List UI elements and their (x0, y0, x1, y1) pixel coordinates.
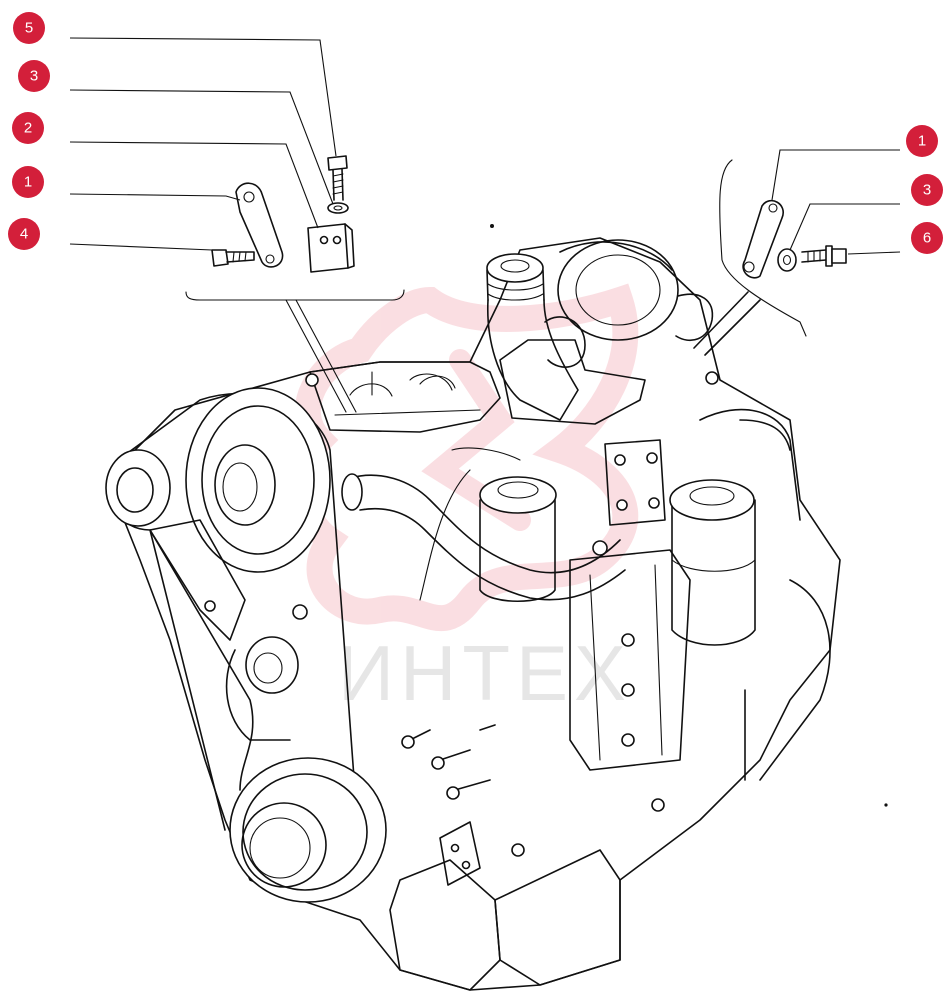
washer-3-icon (327, 202, 349, 214)
oil-cooler (569, 540, 691, 771)
callouts-left: 5 3 2 1 4 (8, 12, 50, 250)
svg-text:4: 4 (20, 226, 28, 243)
fan-pulley (185, 387, 331, 573)
spacer-block-2-icon (307, 223, 355, 273)
turbocharger (557, 239, 714, 341)
bolt-head (305, 373, 319, 387)
bracket-right-1-icon (742, 200, 784, 279)
washer-right-3-icon (777, 248, 797, 272)
right-group-bracket (719, 159, 807, 337)
callout-badge: 6 (911, 222, 943, 254)
engine-drawing (105, 224, 888, 991)
callout-badge: 5 (13, 12, 45, 44)
leader-lines-left (69, 37, 337, 251)
dot (490, 224, 494, 228)
oil-filter (479, 476, 557, 603)
left-parts-group (185, 155, 405, 413)
crankshaft-pulley (229, 757, 387, 903)
callout-badge: 1 (906, 125, 938, 157)
svg-text:1: 1 (918, 133, 926, 150)
bracket-1-icon (235, 182, 284, 268)
bolt-head (651, 798, 665, 812)
cylinder-head (309, 361, 501, 433)
turbo-bracket (499, 339, 646, 425)
right-parts-group (693, 159, 847, 356)
studs (401, 724, 496, 800)
svg-text:3: 3 (923, 182, 931, 199)
fuel-lines (371, 371, 521, 601)
oil-sump (494, 849, 621, 986)
callout-badge: 4 (8, 218, 40, 250)
watermark-text: ИНТЕХ (338, 629, 632, 717)
intake-elbow (486, 253, 586, 421)
right-group-pointer (693, 291, 761, 356)
alternator-bracket (149, 519, 246, 641)
callouts-right: 1 3 6 (906, 125, 943, 254)
svg-text:6: 6 (923, 230, 931, 247)
group-pointer (285, 299, 357, 413)
group-bracket-line (185, 289, 405, 301)
right-pipes (699, 408, 831, 781)
flange-bolt-6-icon (801, 245, 847, 267)
coolant-hose (349, 474, 621, 574)
water-pump (225, 636, 299, 741)
bolt-head (705, 371, 719, 385)
svg-text:5: 5 (25, 20, 33, 37)
callout-badge: 3 (911, 174, 943, 206)
svg-text:1: 1 (24, 174, 32, 191)
dot (884, 803, 888, 807)
idler-pulley (105, 449, 171, 527)
bolt-head (511, 843, 525, 857)
callout-badge: 3 (18, 60, 50, 92)
svg-text:3: 3 (30, 68, 38, 85)
bolt-4-icon (211, 249, 255, 267)
fuel-filter (669, 479, 756, 646)
front-cover-plate (439, 821, 481, 886)
leader-lines-right (771, 149, 901, 255)
svg-text:2: 2 (24, 120, 32, 137)
engine-block-outline (107, 237, 841, 991)
callout-badge: 2 (12, 112, 44, 144)
flange-plate (604, 439, 666, 526)
callout-badge: 1 (12, 166, 44, 198)
bolt-5-icon (327, 155, 348, 201)
